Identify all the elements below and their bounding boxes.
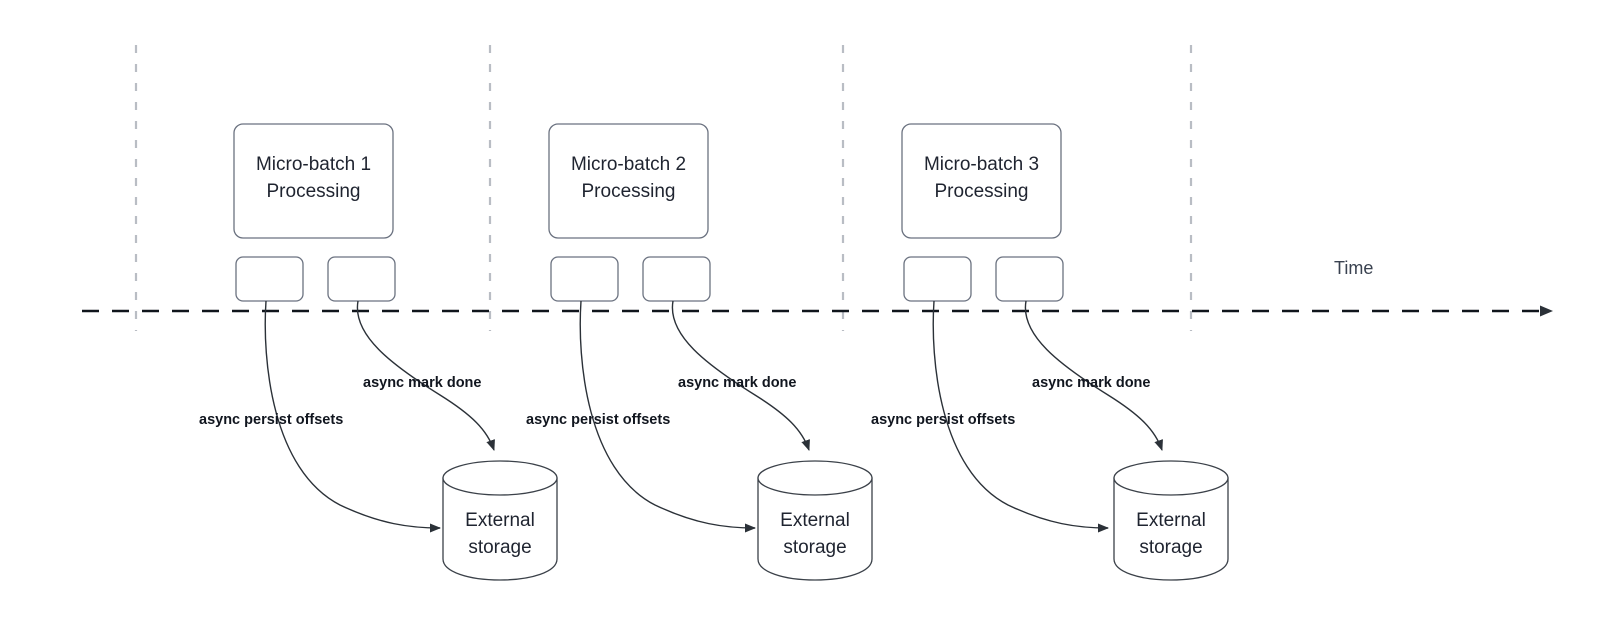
batch-2-persist-offsets-label: async persist offsets [526, 412, 670, 428]
batch-3-external-storage-label-line2: storage [1139, 537, 1202, 558]
micro-batch-2-process-box[interactable] [548, 123, 709, 239]
batch-3-persist-offsets-label: async persist offsets [871, 412, 1015, 428]
batch-1-task-box-left[interactable] [235, 256, 304, 302]
batch-1-external-storage-label-line1: External [465, 510, 535, 531]
batch-2-mark-done-arrow [671, 300, 810, 451]
micro-batch-3-label-line1: Micro-batch 3 [924, 154, 1039, 175]
batch-1-persist-offsets-arrow [264, 300, 441, 533]
batch-group-2: Micro-batch 2 Processing async persist o… [526, 123, 873, 581]
batch-2-mark-done-label: async mark done [678, 375, 796, 391]
batch-3-persist-offsets-arrow [932, 300, 1109, 533]
batch-3-mark-done-arrow [1024, 300, 1163, 451]
micro-batch-1-label-line2: Processing [267, 181, 361, 202]
batch-2-external-storage[interactable] [757, 460, 873, 581]
batch-group-3: Micro-batch 3 Processing async persist o… [871, 123, 1229, 581]
micro-batch-3-process-box[interactable] [901, 123, 1062, 239]
micro-batch-1-process-box[interactable] [233, 123, 394, 239]
batch-2-task-box-left[interactable] [550, 256, 619, 302]
batch-3-mark-done-label: async mark done [1032, 375, 1150, 391]
batch-1-task-box-right[interactable] [327, 256, 396, 302]
time-axis-label: Time [1334, 258, 1373, 278]
batch-1-external-storage-label-line2: storage [468, 537, 531, 558]
micro-batch-2-label-line1: Micro-batch 2 [571, 154, 686, 175]
batch-3-external-storage[interactable] [1113, 460, 1229, 581]
batch-group-1: Micro-batch 1 Processing async persist o… [199, 123, 558, 581]
batch-3-task-box-right[interactable] [995, 256, 1064, 302]
batch-1-persist-offsets-label: async persist offsets [199, 412, 343, 428]
micro-batch-1-label-line1: Micro-batch 1 [256, 154, 371, 175]
batch-2-persist-offsets-arrow [579, 300, 756, 533]
batch-2-task-box-right[interactable] [642, 256, 711, 302]
batch-1-mark-done-arrow [356, 300, 495, 451]
batch-3-task-box-left[interactable] [903, 256, 972, 302]
batch-1-mark-done-label: async mark done [363, 375, 481, 391]
batch-2-external-storage-label-line2: storage [783, 537, 846, 558]
batch-1-external-storage[interactable] [442, 460, 558, 581]
batch-3-external-storage-label-line1: External [1136, 510, 1206, 531]
batch-2-external-storage-label-line1: External [780, 510, 850, 531]
micro-batch-2-label-line2: Processing [582, 181, 676, 202]
micro-batch-3-label-line2: Processing [935, 181, 1029, 202]
